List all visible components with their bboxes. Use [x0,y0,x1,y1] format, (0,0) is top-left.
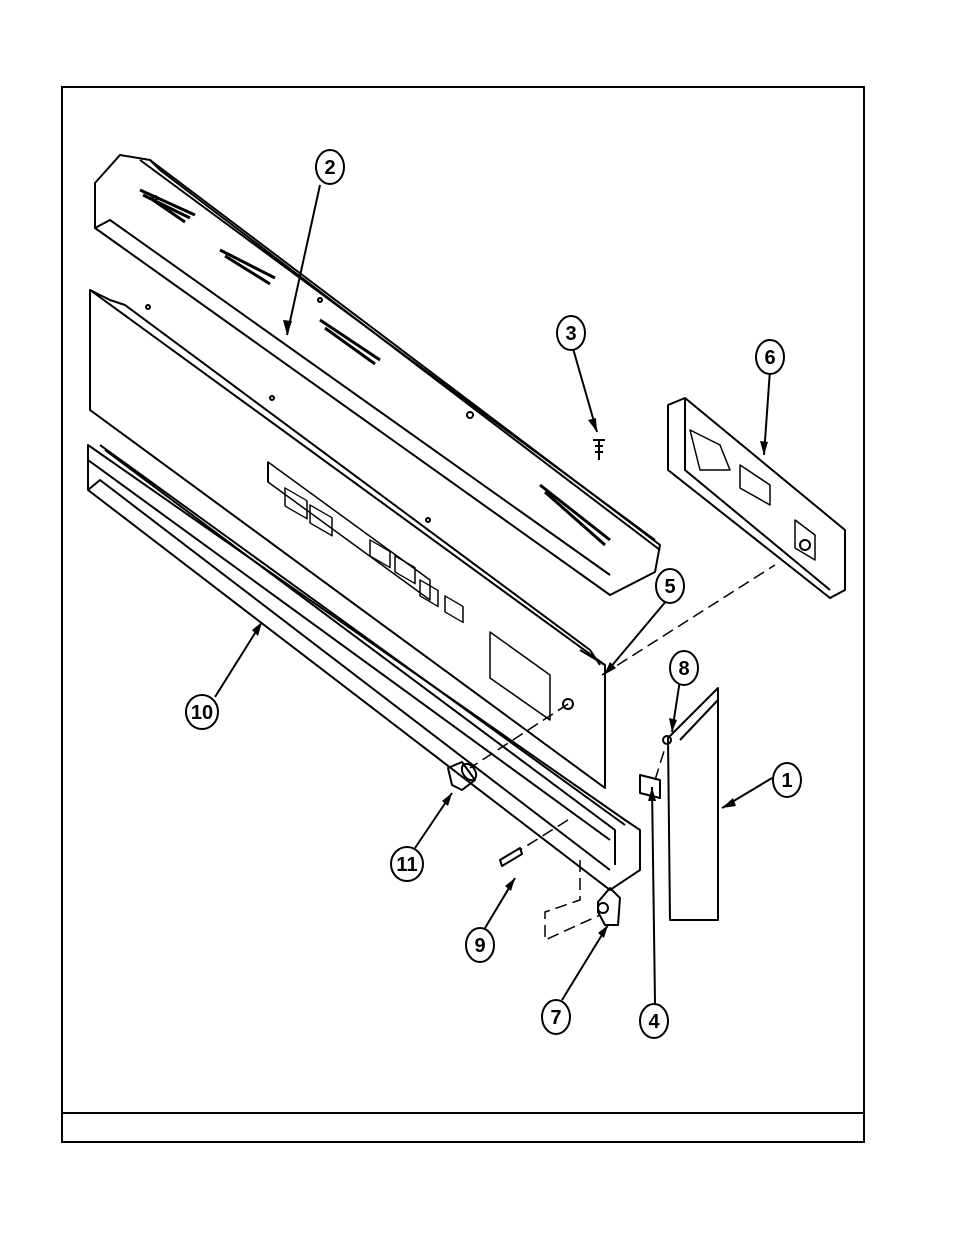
part-control-board [668,398,845,598]
callout-5: 5 [656,569,684,603]
callout-number: 5 [664,576,675,598]
callout-4: 4 [640,1004,668,1038]
callout-3: 3 [557,316,585,350]
callout-9: 9 [466,928,494,962]
part-switch-7 [598,888,620,925]
callout-6: 6 [756,340,784,374]
callout-number: 8 [678,658,689,680]
callout-markers: 1 2 3 4 5 6 7 8 9 10 11 [186,150,801,1038]
callout-number: 11 [396,854,417,876]
callout-arrowheads [252,320,768,938]
callout-number: 9 [474,935,485,957]
callout-8: 8 [670,651,698,685]
callout-number: 3 [565,323,576,345]
callout-number: 6 [764,347,775,369]
callout-10: 10 [186,695,218,729]
callout-number: 7 [550,1007,561,1029]
part-pin-9 [500,848,522,866]
callout-number: 4 [648,1011,660,1033]
part-control-panel [90,290,605,788]
assembly-guide-lines [470,565,775,940]
part-vent-trim [95,155,660,595]
callout-1: 1 [773,763,801,797]
callout-number: 1 [781,770,792,792]
callout-number: 2 [324,157,335,179]
callout-7: 7 [542,1000,570,1034]
part-lower-channel [88,445,640,890]
callout-2: 2 [316,150,344,184]
part-screw-8 [663,736,671,744]
part-screw-3 [593,440,605,460]
callout-number: 10 [191,702,213,724]
callout-11: 11 [391,847,423,881]
